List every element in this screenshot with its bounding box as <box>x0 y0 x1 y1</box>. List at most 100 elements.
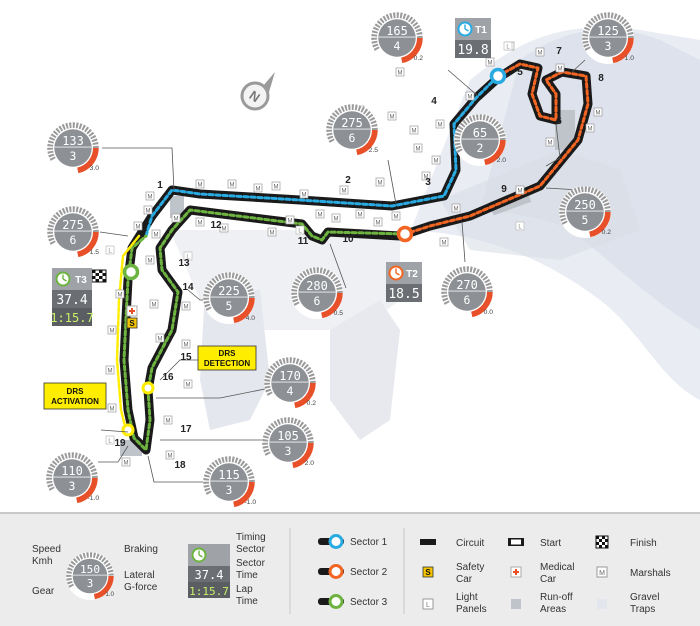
legend-start: Start <box>508 538 561 549</box>
corner-number: 2 <box>345 175 351 186</box>
corner-number: 18 <box>174 460 186 471</box>
dial-gear: 4 <box>287 384 294 398</box>
svg-text:ACTIVATION: ACTIVATION <box>51 397 99 406</box>
sector-3-line <box>122 208 407 452</box>
dial-gear: 5 <box>226 299 233 313</box>
dial-gear: 3 <box>605 39 612 53</box>
svg-text:M: M <box>376 221 381 227</box>
svg-text:Run-off: Run-off <box>540 592 573 603</box>
svg-text:Time: Time <box>236 570 258 581</box>
svg-text:Sector: Sector <box>236 544 266 555</box>
marshal-post-icon: M <box>121 457 131 467</box>
marshal-post-icon: M <box>387 111 397 121</box>
safety-car-marker: S <box>126 317 138 329</box>
svg-text:L: L <box>426 602 430 609</box>
svg-text:Panels: Panels <box>456 604 487 615</box>
dial-gforce: -1.0 <box>87 495 99 502</box>
corner-number: 19 <box>114 438 126 449</box>
svg-text:M: M <box>288 219 293 225</box>
timing-t2: T2 18.5 <box>386 262 422 302</box>
svg-text:M: M <box>588 127 593 133</box>
svg-text:M: M <box>174 217 179 223</box>
marshal-post-icon: M <box>373 217 383 227</box>
dial-gforce: 1.0 <box>105 591 114 598</box>
svg-text:L: L <box>298 229 302 235</box>
marshal-post-icon: M <box>439 237 449 247</box>
dial-gforce: 3.0 <box>90 165 100 172</box>
legend-marshals: M Marshals <box>596 566 671 579</box>
dial-speed: 105 <box>277 429 299 443</box>
svg-text:L: L <box>186 255 190 261</box>
svg-text:M: M <box>468 95 473 101</box>
svg-text:1:15.7: 1:15.7 <box>50 311 93 325</box>
svg-text:M: M <box>110 329 115 335</box>
marshal-post-icon: M <box>107 325 117 335</box>
marshal-post-icon: M <box>181 301 191 311</box>
legend-sector-2: Sector 2 <box>318 564 388 579</box>
svg-text:M: M <box>488 61 493 67</box>
sector-1-line <box>144 74 500 238</box>
light-panel-icon: L <box>515 221 525 231</box>
marshal-post-icon: M <box>535 47 545 57</box>
marshal-post-icon: M <box>149 299 159 309</box>
marshal-post-icon: M <box>585 123 595 133</box>
sector-2-line <box>403 62 590 236</box>
marshal-post-icon: M <box>143 205 153 215</box>
circuit-map: S MMMMMMMMMMMMMMMMMMMMMMMMMMMMMMMMMMMMMM… <box>43 12 700 508</box>
svg-text:M: M <box>198 221 203 227</box>
dial-gforce: 0.5 <box>334 310 344 317</box>
legend-lateral-label: Lateral <box>124 570 155 581</box>
marshal-post-icon: M <box>155 333 165 343</box>
dial-gear: 6 <box>349 131 356 145</box>
svg-text:M: M <box>599 570 605 577</box>
compass-icon: N <box>240 72 275 111</box>
dial-gear: 3 <box>70 149 77 163</box>
legend-safety-car: S Safety Car <box>422 562 484 585</box>
svg-text:M: M <box>152 303 157 309</box>
marshal-post-icon: M <box>339 185 349 195</box>
svg-text:DRS: DRS <box>67 387 85 396</box>
medical-car-marker <box>126 305 138 317</box>
svg-text:M: M <box>148 195 153 201</box>
dial-gear: 3 <box>69 479 76 493</box>
svg-text:M: M <box>342 189 347 195</box>
marshal-post-icon: M <box>409 125 419 135</box>
corner-number: 14 <box>182 282 194 293</box>
marshal-post-icon: M <box>395 67 405 77</box>
svg-text:M: M <box>454 207 459 213</box>
svg-text:Start: Start <box>540 538 561 549</box>
legend-medical-car: Medical Car <box>510 562 574 585</box>
corner-number: 17 <box>180 424 192 435</box>
svg-text:M: M <box>108 369 113 375</box>
dial-speed: 250 <box>574 198 596 212</box>
svg-text:M: M <box>222 227 227 233</box>
svg-text:M: M <box>230 183 235 189</box>
light-panel-icon: L <box>295 225 305 235</box>
drs-zone-line <box>115 234 141 436</box>
svg-text:Sector 2: Sector 2 <box>350 567 388 578</box>
svg-text:M: M <box>442 241 447 247</box>
legend-sector-time-label: Sector <box>236 558 266 569</box>
svg-text:M: M <box>198 183 203 189</box>
svg-text:M: M <box>334 217 339 223</box>
marshal-post-icon: M <box>171 213 181 223</box>
legend-runoff: Run-off Areas <box>511 592 573 615</box>
dial-speed: 165 <box>386 24 408 38</box>
svg-text:Marshals: Marshals <box>630 568 671 579</box>
marshal-post-icon: M <box>431 155 441 165</box>
marshal-post-icon: M <box>227 179 237 189</box>
svg-text:M: M <box>596 111 601 117</box>
svg-text:M: M <box>148 259 153 265</box>
corner-number: 1 <box>157 180 163 191</box>
timing-t3: T3 37.4 1:15.7 <box>50 268 94 326</box>
corner-number: 15 <box>180 352 192 363</box>
svg-text:M: M <box>398 71 403 77</box>
svg-text:Light: Light <box>456 592 478 603</box>
svg-text:M: M <box>434 159 439 165</box>
legend-braking-label: Braking <box>124 544 158 555</box>
marshal-post-icon: M <box>133 221 143 231</box>
corner-number: 10 <box>342 234 354 245</box>
svg-text:M: M <box>158 337 163 343</box>
